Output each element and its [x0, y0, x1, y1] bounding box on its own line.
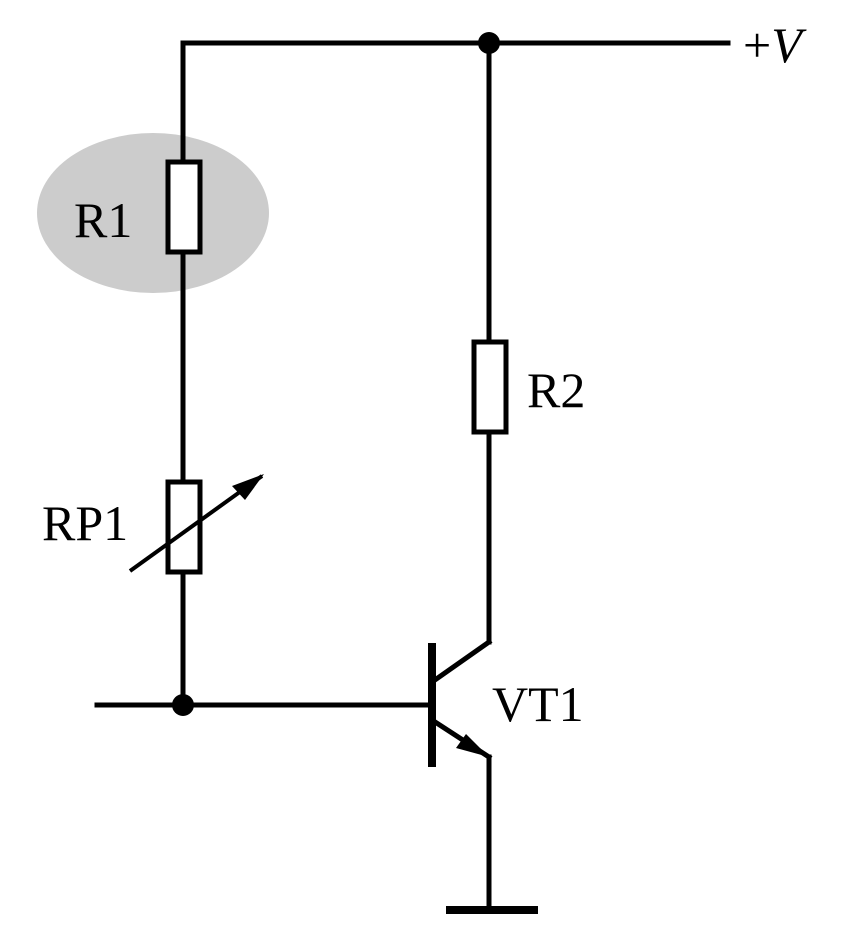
supply-label-v: V	[771, 17, 807, 73]
r1-label: R1	[74, 192, 132, 248]
supply-label: +V	[743, 17, 807, 73]
resistor-r2	[471, 339, 509, 435]
rp1-label: RP1	[42, 495, 128, 551]
junction-dot-top	[478, 32, 500, 54]
transistor-vt1	[428, 638, 493, 767]
vt1-emitter-arrow	[456, 734, 489, 757]
resistor-r1	[165, 159, 203, 255]
rp1-adjust-arrowhead	[232, 474, 264, 500]
vt1-collector-lead	[428, 638, 493, 686]
potentiometer-rp1	[165, 479, 203, 575]
r1-highlight	[37, 133, 269, 293]
r2-label: R2	[527, 362, 585, 418]
junction-dot-base	[172, 694, 194, 716]
vt1-label: VT1	[492, 676, 584, 732]
supply-label-plus: +	[743, 17, 771, 73]
